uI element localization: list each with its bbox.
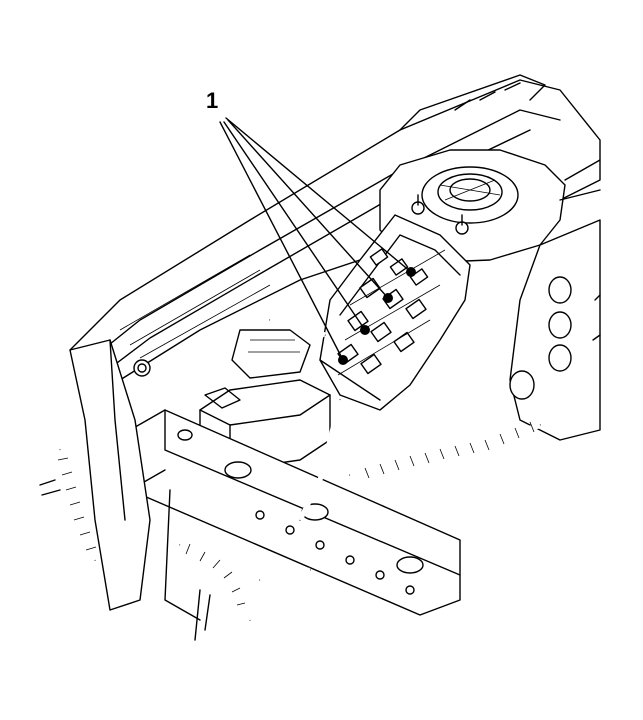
left-bracket <box>69 339 151 611</box>
callout-leaders <box>219 117 412 361</box>
inner-fender <box>509 159 601 441</box>
wiring-harness <box>39 317 542 641</box>
callout-label: 1 <box>206 88 219 113</box>
